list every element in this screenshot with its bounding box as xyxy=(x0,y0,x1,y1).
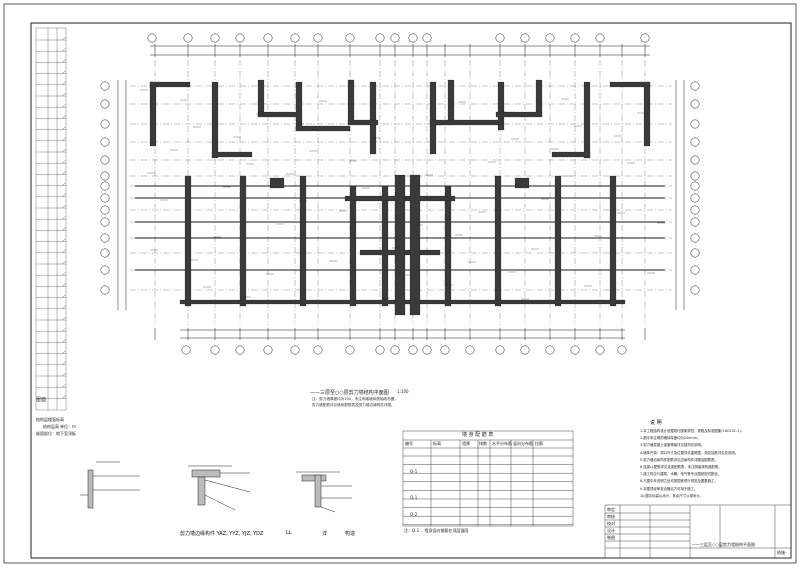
note-line: 8.凡图中未说明之处均按国家现行规范及图集施工。 xyxy=(640,479,718,484)
title-block-row: 设计 xyxy=(607,528,615,533)
rebar-table-group: Q-1 xyxy=(410,469,418,474)
note-line: 3.剪力墙混凝土强度等级详见结构总说明。 xyxy=(640,443,705,448)
floor-table-caption: 结构层楼面标高 xyxy=(36,417,64,422)
title-block xyxy=(604,504,792,559)
rebar-table-header: 排数 xyxy=(479,441,487,446)
plan-note-1: 注：剪力墙厚度均为200，未注明者墙体居轴线布置。 xyxy=(312,397,398,401)
title-block-row: 审定 xyxy=(607,507,615,512)
note-line: 9.本图须经审查合格后方可用于施工。 xyxy=(640,486,698,491)
floor-table-unit: 单位：m xyxy=(60,424,76,429)
note-line: 1.本工程结构设计依据现行国家规范、规程及标准图集(16G101-1)。 xyxy=(640,429,745,433)
roof-label: 屋面 xyxy=(36,397,47,403)
title-block-row: 审核 xyxy=(607,514,615,519)
title-block-drawing-name: ——三层至○○层剪力墙结构平面图 xyxy=(692,542,755,547)
rebar-table-title: 墙 身 配 筋 表 xyxy=(462,432,494,438)
rebar-table-group: Q-2 xyxy=(410,512,418,517)
inner-border xyxy=(30,22,792,559)
note-line: 4.墙体开洞：洞口尺寸及位置详见建筑图，洞边加筋详见总说明。 xyxy=(640,450,739,455)
rebar-table-header: 水平分布筋 xyxy=(492,441,512,446)
note-line: 2.图中未注明的墙体厚度均为200mm。 xyxy=(640,436,701,441)
plan-note-2: 剪力墙配筋详见墙体配筋表及剪力墙边缘构件详图。 xyxy=(312,403,395,407)
notes-heading: 说 明 xyxy=(650,420,662,426)
title-block-sheet-no: 结施- xyxy=(777,550,787,555)
rebar-table-header: 墙厚 xyxy=(462,441,470,446)
plan-scale: 1:100 xyxy=(397,389,409,394)
rebar-table-header: 标高 xyxy=(433,441,441,446)
floor-plan xyxy=(100,33,700,355)
title-block-row: 校对 xyxy=(607,521,615,526)
rebar-table-header: 竖向分布筋 xyxy=(513,441,533,446)
floor-table-sub: 结构层高 xyxy=(43,424,59,429)
note-line: 7.施工时应与建筑、水暖、电气等专业图纸密切配合。 xyxy=(640,472,722,477)
detail-caption-construction: 构造 xyxy=(345,531,356,537)
edge-member-details xyxy=(80,461,352,513)
outer-border xyxy=(3,3,797,564)
title-block-row: 制图 xyxy=(607,535,615,540)
wall-rebar-table xyxy=(402,430,574,527)
floor-elevation-table xyxy=(35,27,67,411)
detail-caption: 剪力墙边缘构件 YAZ, YYZ, YJZ, YDZ xyxy=(180,531,264,537)
note-line: 5.剪力墙边缘构件配筋详见边缘构件详图及配筋表。 xyxy=(640,457,718,462)
note-line: 6.连梁LL配筋详见连梁配筋表，未注明者按构造配筋。 xyxy=(640,465,722,469)
plan-title: ——三层至○○层剪力墙结构平面图 xyxy=(310,390,389,396)
rebar-table-group: Q-1 xyxy=(410,495,418,500)
detail-caption-detail: 详 xyxy=(322,531,328,537)
rebar-table-header: 拉筋 xyxy=(535,441,543,446)
rebar-table-header: 编号 xyxy=(405,441,413,446)
rebar-table-note: 注：Q-1... 墙身竖向钢筋在顶层锚固 xyxy=(404,528,469,533)
floor-table-note: 嵌固部位：地下室顶板 xyxy=(36,431,76,436)
detail-caption-ll: LL xyxy=(286,530,292,536)
note-line: 10.图中标高以米计，其余尺寸以毫米计。 xyxy=(640,493,704,498)
